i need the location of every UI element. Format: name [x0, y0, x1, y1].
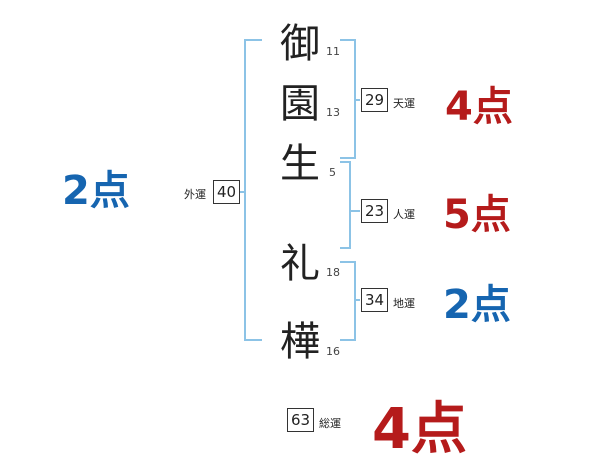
chiun-value: 34 [361, 288, 388, 312]
jinun-label: 人運 [393, 208, 415, 221]
tenun-value: 29 [361, 88, 388, 112]
name-char-1: 御 [280, 21, 320, 67]
chiun-label: 地運 [393, 297, 415, 310]
souun-label: 総運 [319, 417, 341, 430]
souun-score: 4点 [372, 397, 467, 462]
tenun-label: 天運 [393, 97, 415, 110]
chiun-score: 2点 [443, 282, 511, 328]
tenun-bracket [340, 39, 360, 159]
chiun-bracket [340, 261, 360, 341]
jinun-score: 5点 [443, 192, 511, 238]
stroke-count-3: 5 [329, 166, 336, 179]
gaiun-bracket [240, 39, 262, 341]
name-char-2: 園 [280, 81, 320, 127]
jinun-bracket [340, 161, 360, 249]
stroke-count-5: 16 [326, 345, 340, 358]
gaiun-score: 2点 [62, 168, 130, 214]
stroke-count-1: 11 [326, 45, 340, 58]
stroke-count-2: 13 [326, 106, 340, 119]
tenun-score: 4点 [445, 84, 513, 130]
name-char-4: 礼 [280, 241, 320, 287]
name-char-3: 生 [280, 141, 320, 187]
souun-value: 63 [287, 408, 314, 432]
gaiun-label: 外運 [184, 188, 206, 201]
gaiun-value: 40 [213, 180, 240, 204]
name-char-5: 樺 [280, 319, 320, 365]
stroke-count-4: 18 [326, 266, 340, 279]
jinun-value: 23 [361, 199, 388, 223]
